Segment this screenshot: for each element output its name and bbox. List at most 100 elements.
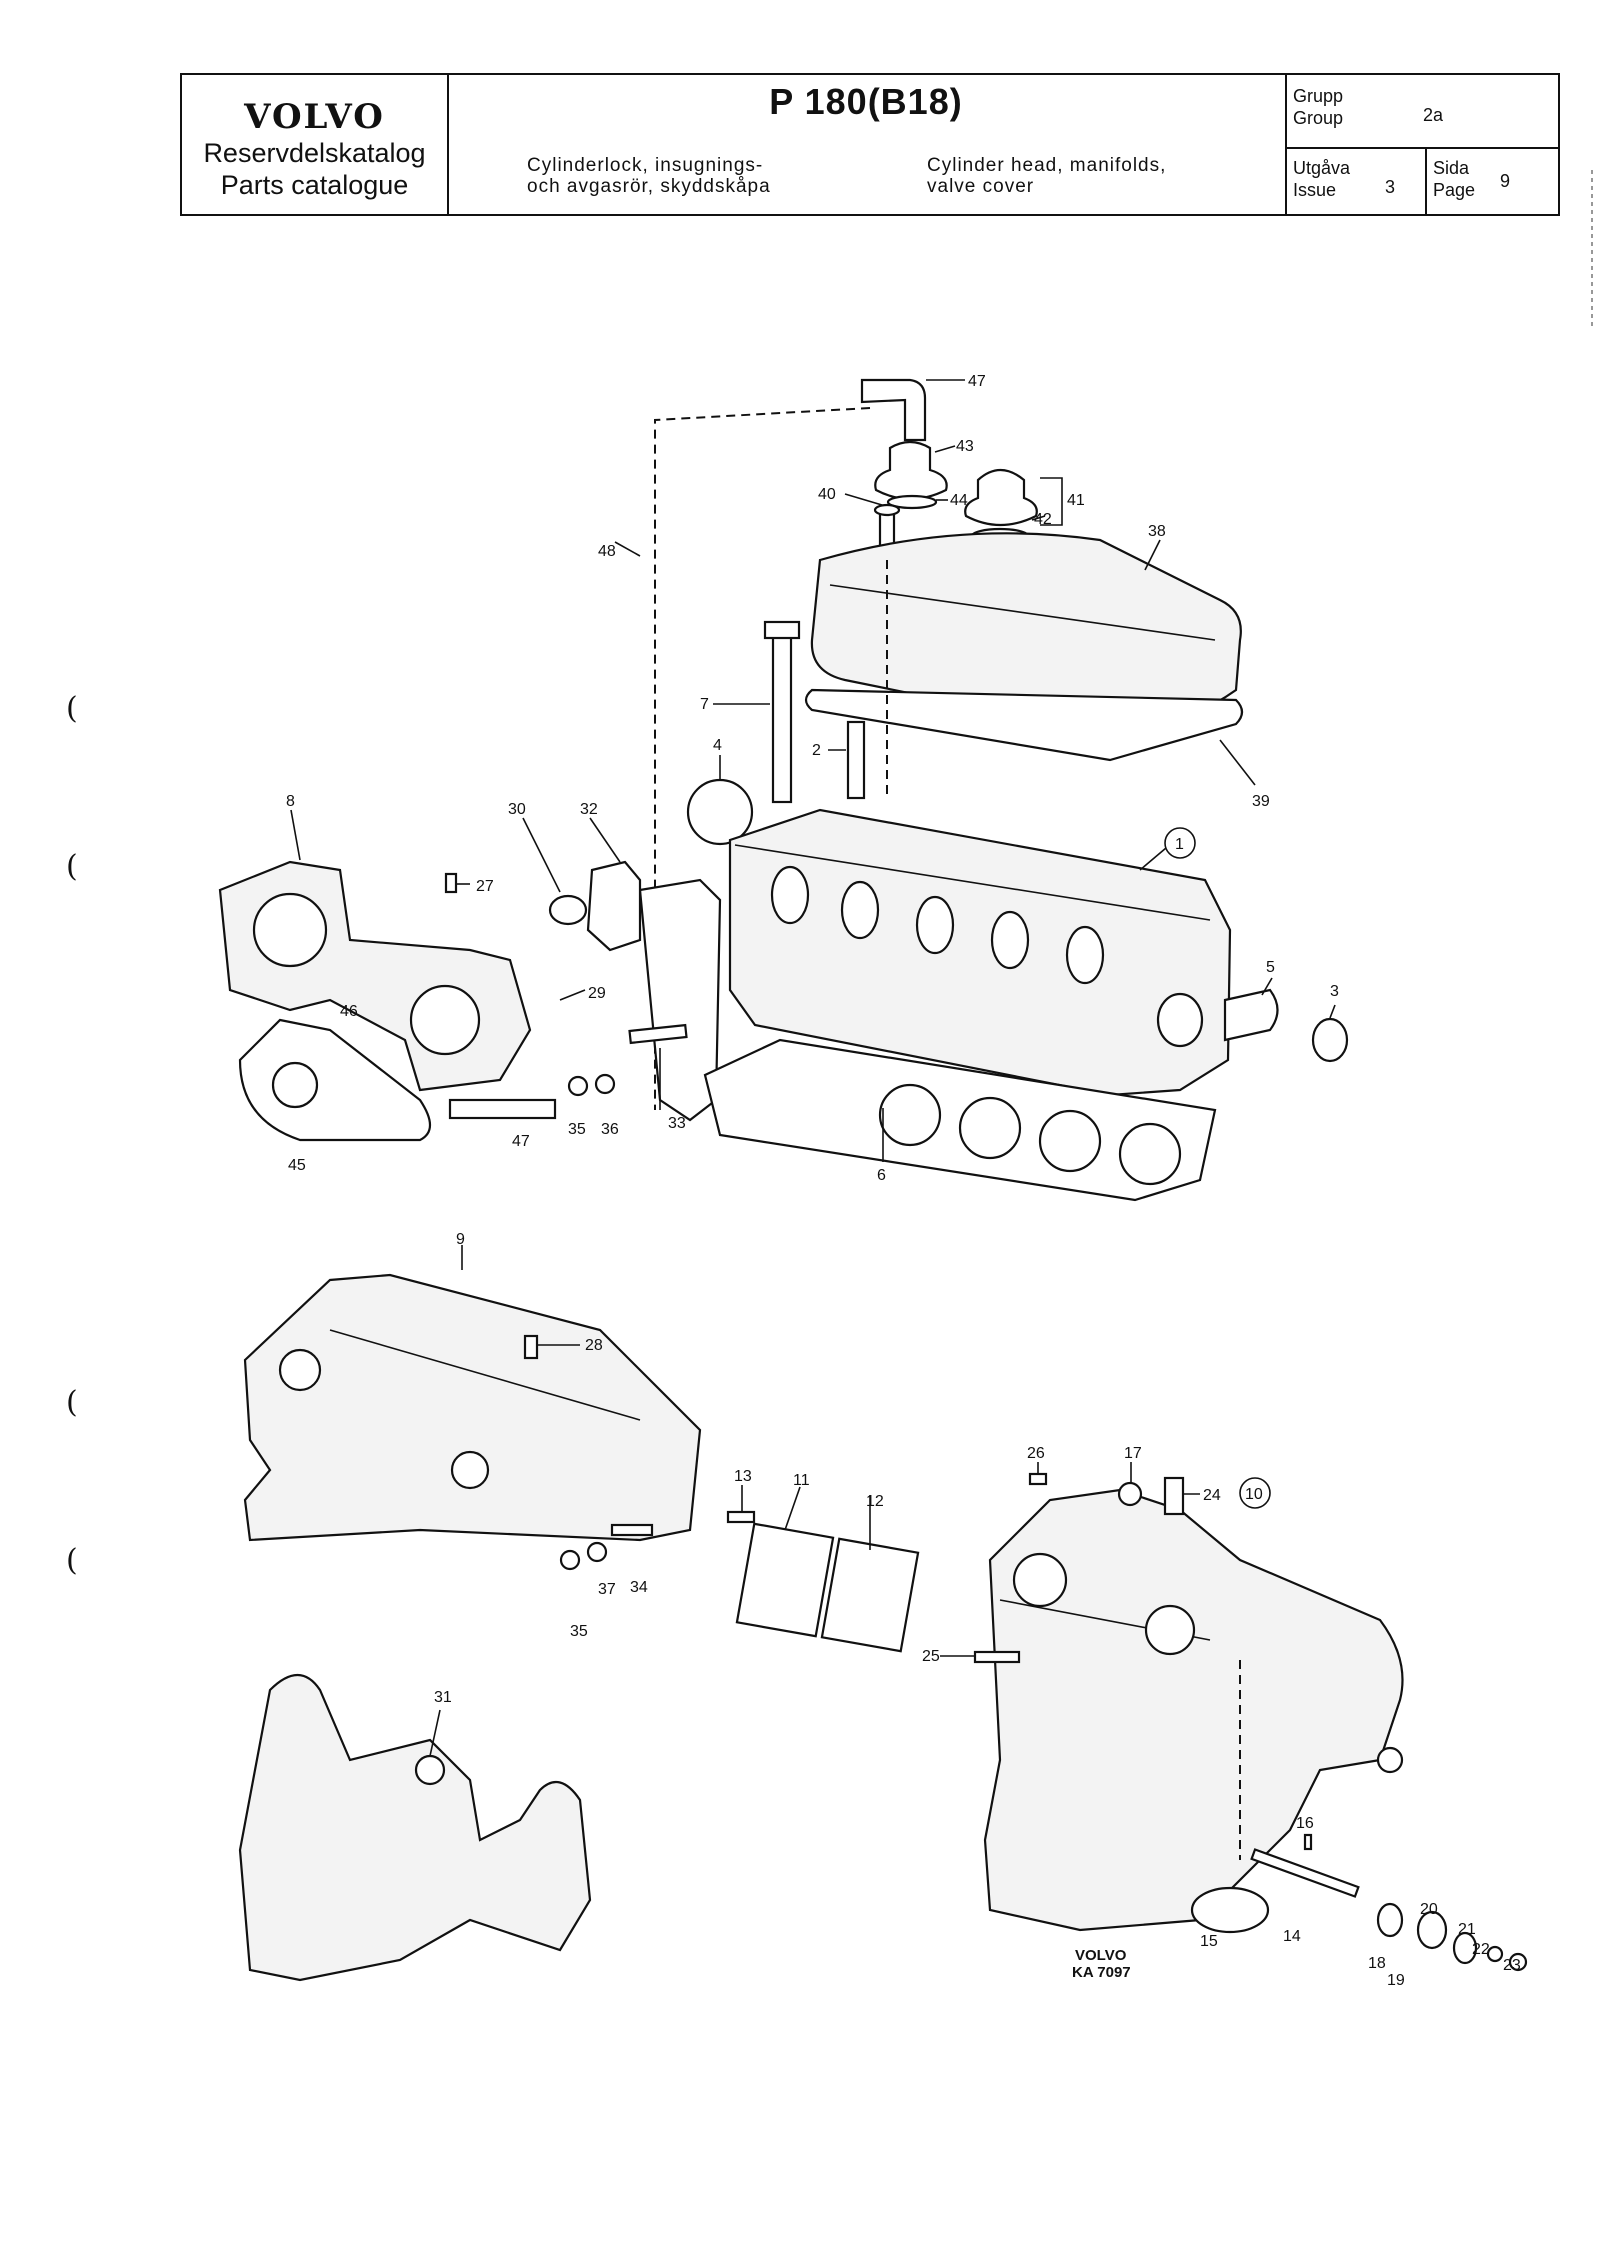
callout-circle-10 <box>1239 1477 1271 1509</box>
washer-36 <box>594 1073 616 1095</box>
screw-16 <box>1303 1833 1313 1851</box>
label-24: 24 <box>1203 1487 1221 1504</box>
margin-mark: ( <box>66 1543 78 1578</box>
label-32: 32 <box>580 801 598 818</box>
label-44: 44 <box>950 492 968 509</box>
plug-17 <box>1117 1481 1143 1507</box>
label-35: 35 <box>568 1121 586 1138</box>
oil-filler-cap <box>964 468 1038 526</box>
combined-manifold <box>983 1488 1404 1932</box>
label-25: 25 <box>922 1648 940 1665</box>
description-sv: Cylinderlock, insugnings- och avgasrör, … <box>527 155 771 197</box>
label-14: 14 <box>1283 1928 1301 1945</box>
page-label: Sida Page <box>1433 157 1475 201</box>
nut-35 <box>567 1075 589 1097</box>
issue-value: 3 <box>1385 177 1396 197</box>
catalog-title-sv: Reservdelskatalog <box>203 138 426 168</box>
label-36: 36 <box>601 1121 619 1138</box>
intake-flange-bore <box>450 1450 490 1490</box>
label-3: 3 <box>1330 983 1339 1000</box>
valve-shaft-14 <box>1250 1848 1360 1898</box>
group-label: Grupp Group <box>1293 85 1343 129</box>
label-12: 12 <box>866 1493 884 1510</box>
label-11: 11 <box>793 1472 810 1489</box>
washer-22 <box>1486 1945 1504 1963</box>
group-cell: Grupp Group 2a <box>1285 75 1560 149</box>
label-42: 42 <box>1034 511 1052 528</box>
gasket-bore <box>958 1096 1022 1160</box>
combined-manifold-boss <box>1376 1746 1404 1774</box>
page-label-sv: Sida <box>1433 158 1470 178</box>
drawing-stamp-brand: VOLVO <box>1075 1947 1127 1964</box>
manifold-31-bore <box>414 1754 446 1786</box>
combined-manifold-bore <box>1144 1604 1196 1656</box>
oil-trap-washer <box>886 494 938 510</box>
counterweight-21 <box>1452 1931 1478 1965</box>
label-16: 16 <box>1296 1815 1314 1832</box>
model-title: P 180(B18) <box>769 81 963 122</box>
label-40: 40 <box>818 486 836 503</box>
flange-gasket-12 <box>820 1537 920 1653</box>
label-15: 15 <box>1200 1933 1218 1950</box>
head-port <box>915 895 955 955</box>
label-26: 26 <box>1027 1445 1045 1462</box>
leader-42 <box>1031 515 1046 521</box>
issue-label-en: Issue <box>1293 180 1337 200</box>
catalog-header: VOLVO Reservdelskatalog Parts catalogue … <box>180 73 1560 216</box>
label-18: 18 <box>1368 1955 1386 1972</box>
cylinder-head-edge <box>734 844 1211 921</box>
label-31: 31 <box>434 1689 452 1706</box>
intake-manifold-alt <box>238 1674 592 1982</box>
leader-43 <box>934 445 956 453</box>
intake-flange-bore <box>278 1348 322 1392</box>
leader-8 <box>290 809 301 861</box>
issue-label-sv: Utgåva <box>1293 158 1351 178</box>
gasket-bore <box>1038 1109 1102 1173</box>
label-35b: 35 <box>570 1623 588 1640</box>
label-41: 41 <box>1067 492 1085 509</box>
label-7: 7 <box>700 696 709 713</box>
cover-bolt-head <box>873 503 901 517</box>
spring-20 <box>1416 1910 1448 1950</box>
label-30: 30 <box>508 801 526 818</box>
head-port <box>770 865 810 925</box>
head-bolt <box>771 630 793 804</box>
description-sv-line2: och avgasrör, skyddskåpa <box>527 176 771 197</box>
stud-34 <box>610 1523 654 1537</box>
label-9: 9 <box>456 1231 465 1248</box>
label-37: 37 <box>598 1581 616 1598</box>
leader-5 <box>1261 977 1273 996</box>
margin-mark: ( <box>66 1385 78 1420</box>
head-port <box>840 880 880 940</box>
group-value: 2a <box>1423 105 1444 125</box>
bushing-18 <box>1376 1902 1404 1938</box>
label-29: 29 <box>588 985 606 1002</box>
label-48: 48 <box>598 543 616 560</box>
description-en-line2: valve cover <box>927 176 1035 197</box>
flange-gasket-11 <box>735 1522 835 1638</box>
volvo-logo: VOLVO <box>244 97 385 137</box>
valve-plate-15 <box>1190 1886 1270 1934</box>
catalog-title-en: Parts catalogue <box>220 170 409 200</box>
label-5: 5 <box>1266 959 1275 976</box>
label-13: 13 <box>734 1468 752 1485</box>
label-2: 2 <box>812 742 821 759</box>
intake-manifold <box>243 1273 702 1542</box>
description-en: Cylinder head, manifolds, valve cover <box>927 155 1166 197</box>
screw-13 <box>726 1510 756 1524</box>
label-22: 22 <box>1472 1941 1490 1958</box>
drawing-stamp-number: KA 7097 <box>1072 1964 1131 1981</box>
head-port <box>990 910 1030 970</box>
vent-hose-elbow <box>860 378 927 442</box>
label-1: 1 <box>1175 836 1184 853</box>
hose-47 <box>448 1098 557 1120</box>
title-cell: P 180(B18) Cylinderlock, insugnings- och… <box>447 75 1287 214</box>
head-port <box>1065 925 1105 985</box>
intake-manifold-ridge <box>329 1329 641 1421</box>
page-label-en: Page <box>1433 180 1476 200</box>
label-4: 4 <box>713 737 722 754</box>
leader-1 <box>1139 847 1167 871</box>
thermo-switch-24 <box>1163 1476 1185 1516</box>
label-8: 8 <box>286 793 295 810</box>
gasket-bore <box>1118 1122 1182 1186</box>
